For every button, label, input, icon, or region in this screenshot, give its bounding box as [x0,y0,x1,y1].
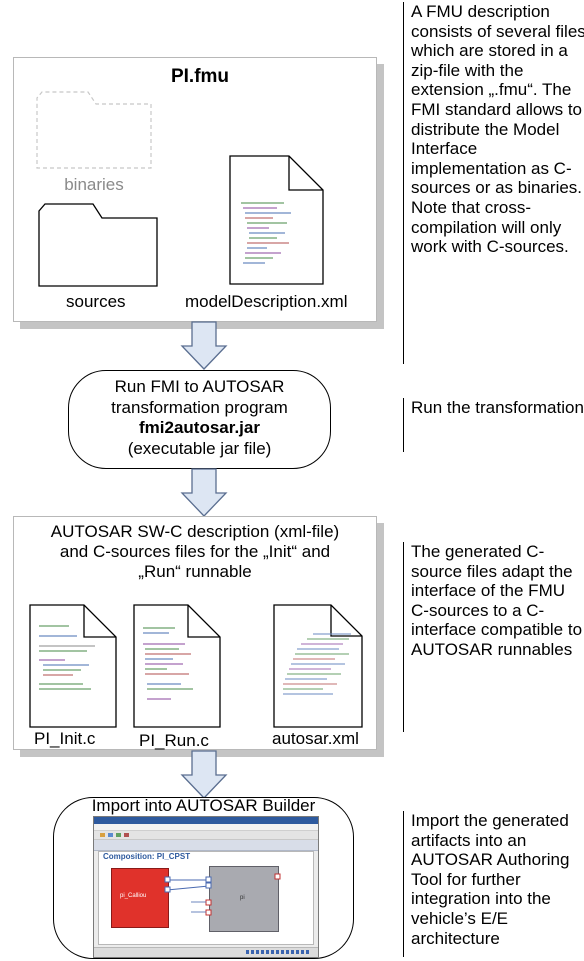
connector-lines [164,873,281,916]
transform-box [68,370,331,469]
block-left-label: pi_Calliou [120,893,147,899]
pi-init-file-icon [29,604,117,728]
transform-line-4: (executable jar file) [127,438,272,458]
pi-run-file-icon [133,604,221,728]
sources-label: sources [66,292,126,311]
down-arrow-icon [180,468,228,517]
composition-title: Composition: PI_CPST [103,852,191,861]
transform-line-1: Run FMI to AUTOSAR [114,377,285,396]
pi-init-label: PI_Init.c [34,729,96,748]
component-block-right: pi [209,866,279,932]
transform-jar-name: fmi2autosar.jar [139,418,260,437]
note-import-artifacts: Import the generated artifacts into an A… [403,811,584,957]
autosar-builder-screenshot: Composition: PI_CPST pi_Calliou pi [93,816,319,958]
app-title-bar [94,817,318,824]
autosar-xml-label: autosar.xml [272,729,359,748]
sources-folder-icon [38,203,158,287]
model-description-label: modelDescription.xml [185,292,348,311]
autosar-line-3: „Run“ runnable [138,562,252,581]
note-generated-sources: The generated C-source files adapt the i… [403,542,584,732]
down-arrow-icon [180,750,228,799]
transform-box-text: Run FMI to AUTOSAR transformation progra… [68,377,331,459]
app-tab-bar [94,840,318,851]
note-run-transformation: Run the transformation [403,398,584,452]
model-description-file-icon [229,155,324,285]
binaries-label: binaries [64,175,124,194]
autosar-line-1: AUTOSAR SW-C description (xml-file) [50,522,340,541]
app-toolbar [94,831,318,840]
app-menu-bar [94,824,318,831]
transform-line-2: transformation program [111,397,288,417]
binaries-folder-icon [36,91,152,169]
autosar-box-text: AUTOSAR SW-C description (xml-file) and … [13,522,377,582]
pi-run-label: PI_Run.c [139,731,209,750]
autosar-line-2: and C-sources files for the „Init“ and [59,542,331,561]
diagram-canvas: Composition: PI_CPST pi_Calliou pi [98,851,314,945]
app-status-bar [94,947,318,957]
note-fmu-description: A FMU description consists of several fi… [403,2,584,364]
import-box-title: Import into AUTOSAR Builder [91,796,316,815]
block-right-label: pi [240,895,245,901]
fmu-title: PI.fmu [170,66,230,87]
component-block-left: pi_Calliou [111,868,169,928]
autosar-xml-file-icon [273,604,363,728]
down-arrow-icon [180,321,228,370]
